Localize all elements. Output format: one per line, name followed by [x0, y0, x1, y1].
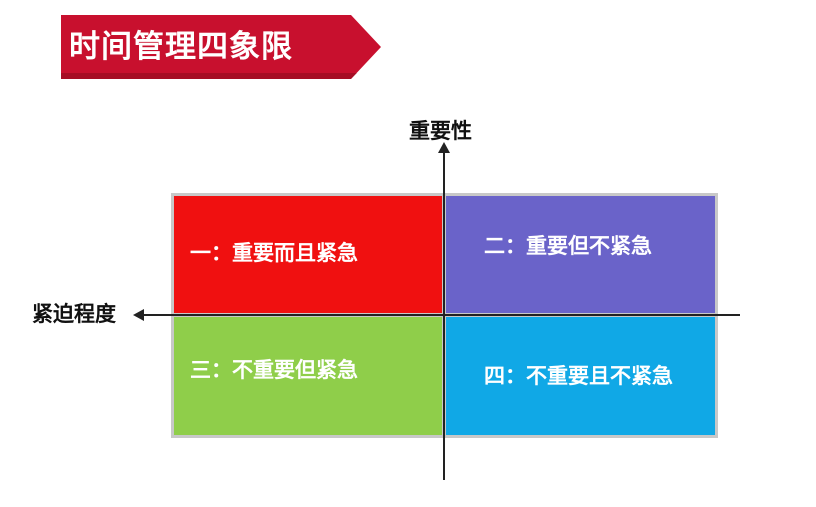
- quadrant-2: 二：重要但不紧急: [443, 193, 718, 316]
- title-banner: 时间管理四象限: [61, 15, 381, 79]
- quadrant-4: 四：不重要且不紧急: [443, 314, 718, 438]
- horizontal-axis: [140, 314, 740, 316]
- vertical-axis-arrow: [438, 142, 450, 153]
- vertical-axis-label: 重要性: [409, 119, 472, 143]
- quadrant-3: 三：不重要但紧急: [171, 314, 445, 438]
- quadrant-1-label: 一：重要而且紧急: [190, 241, 358, 265]
- quadrant-1: 一：重要而且紧急: [171, 193, 445, 316]
- horizontal-axis-label: 紧迫程度: [32, 302, 116, 326]
- quadrant-4-label: 四：不重要且不紧急: [484, 364, 673, 388]
- banner-shape: [61, 15, 381, 79]
- page-title: 时间管理四象限: [69, 29, 293, 65]
- horizontal-axis-arrow: [133, 309, 144, 321]
- quadrant-2-label: 二：重要但不紧急: [484, 234, 652, 258]
- quadrant-3-label: 三：不重要但紧急: [190, 358, 358, 382]
